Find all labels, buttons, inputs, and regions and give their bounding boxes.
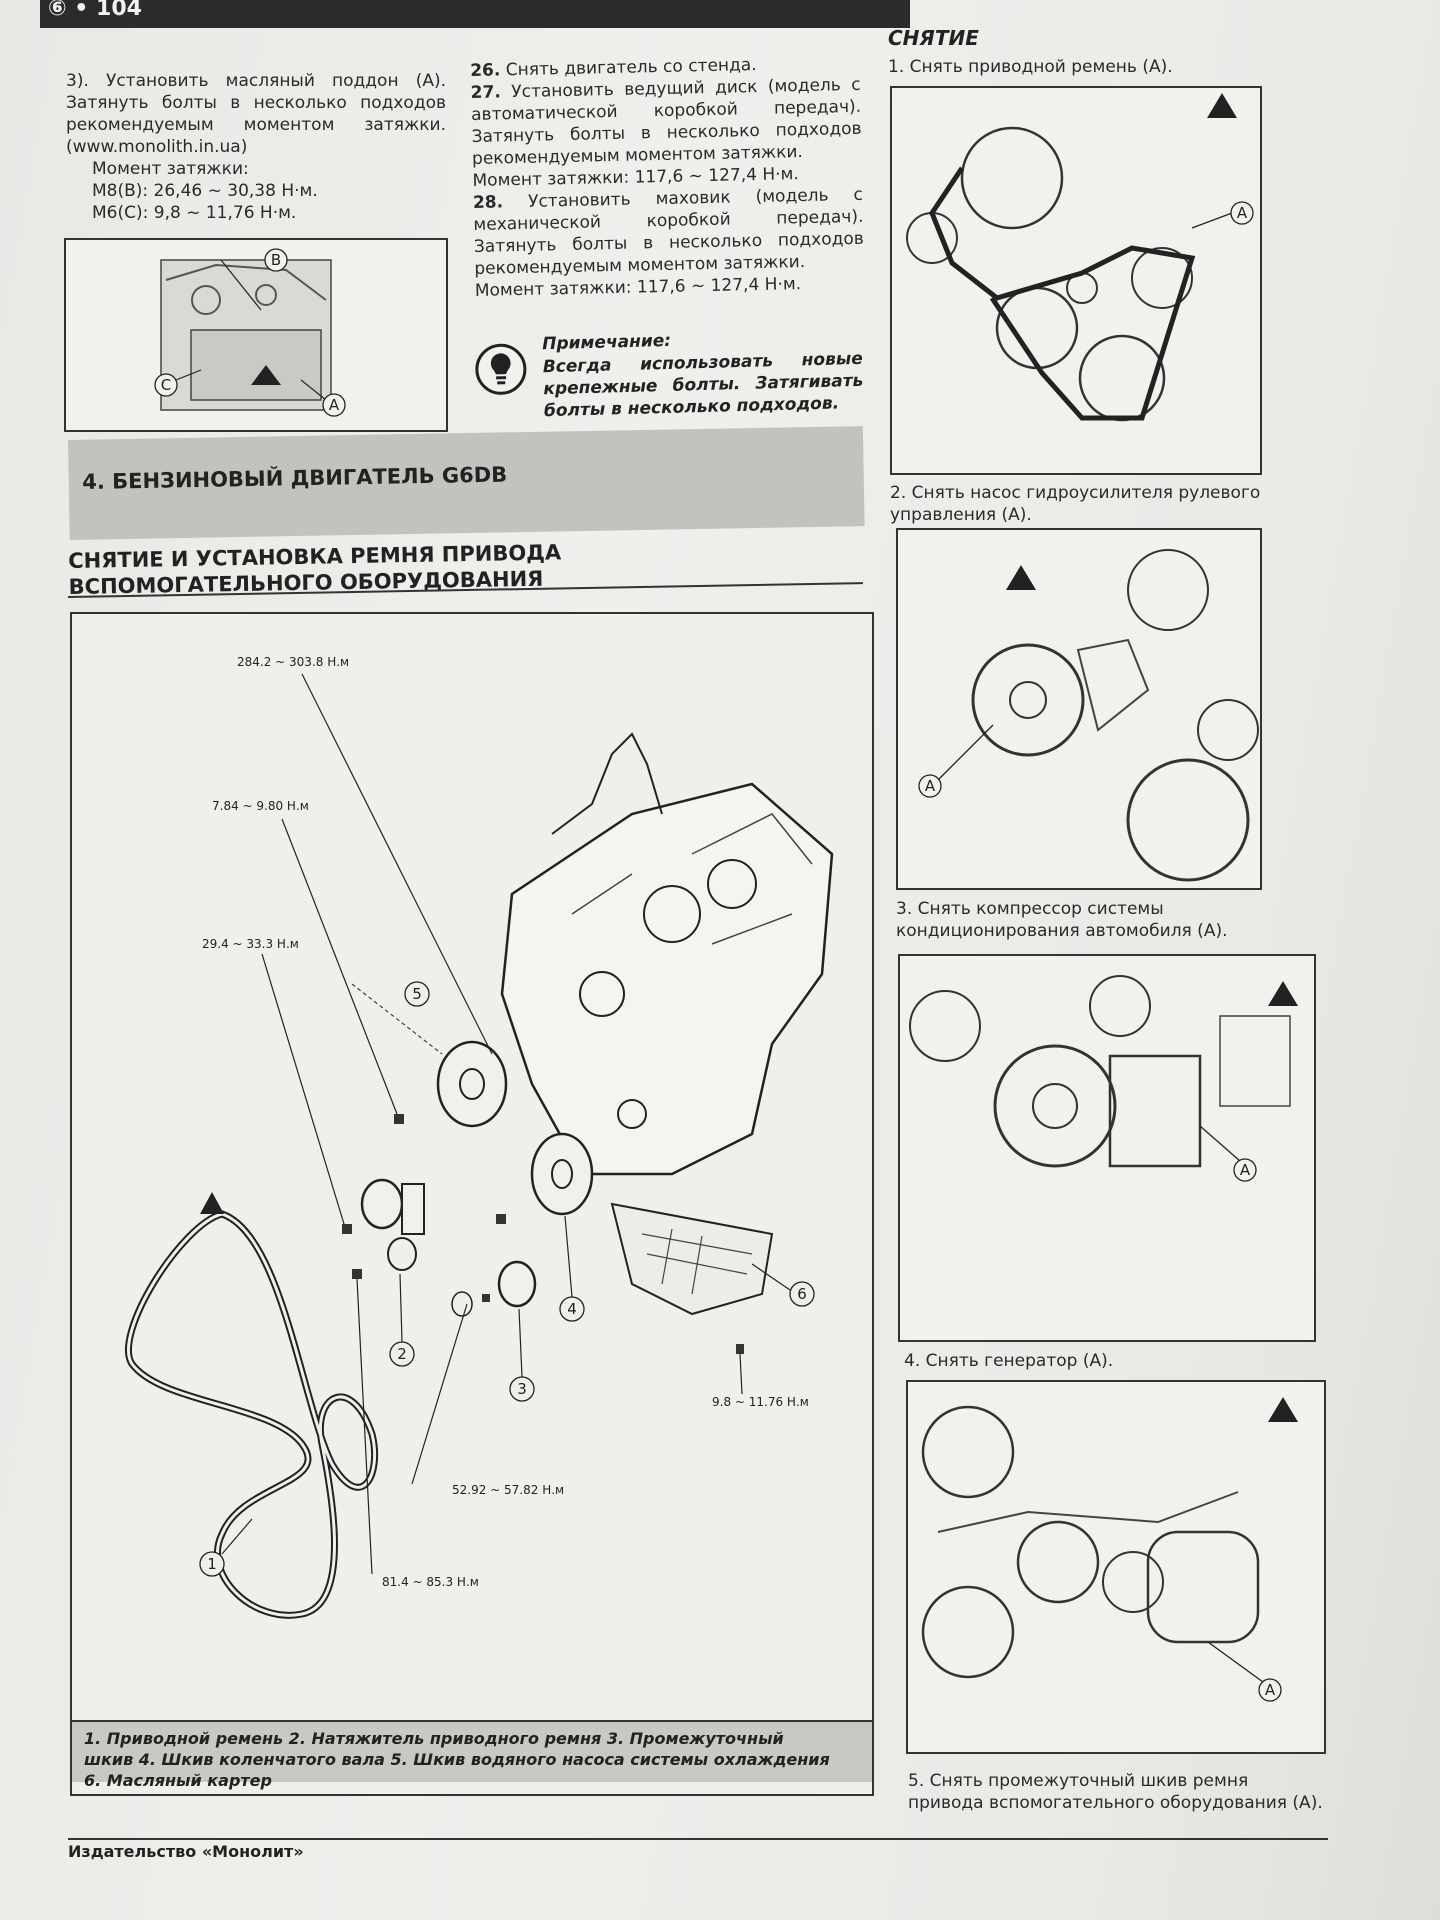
step-27: 27. Установить ведущий диск (модель с ав… — [470, 74, 862, 170]
ac-compressor-illustration: A — [909, 975, 1298, 1182]
callout-1: 1 — [199, 1518, 253, 1577]
callout-5-label: 5 — [412, 985, 422, 1003]
power-steering-pump-illustration: A — [918, 549, 1259, 882]
torque-m6: M6(C): 9,8 ~ 11,76 Н·м. — [92, 203, 297, 223]
removal-heading: СНЯТИЕ — [888, 26, 979, 50]
column-2-text: 26. Снять двигатель со стенда. 27. Устан… — [470, 52, 865, 302]
step-1-callout-a: A — [1237, 204, 1248, 222]
column-1-text: 3). Установить масляный поддон (A). Затя… — [66, 70, 446, 224]
step-4-callout-a: A — [1265, 1681, 1276, 1699]
step-27-text: Установить ведущий диск (модель с автома… — [470, 74, 862, 169]
note-title: Примечание: — [541, 330, 672, 355]
oil-pan-callout-c: C — [161, 376, 171, 394]
belt-drive-diagram: 284.2 ~ 303.8 Н.м 7.84 ~ 9.80 Н.м 29.4 ~… — [70, 612, 874, 1796]
step-28: 28. Установить маховик (модель с механич… — [473, 184, 865, 280]
callout-5: 5 — [404, 981, 430, 1007]
step-2-figure: A — [896, 528, 1262, 890]
removal-step-5: 5. Снять промежуточный шкив ремня привод… — [908, 1771, 1323, 1813]
lightbulb-icon — [475, 343, 527, 395]
torque-label: Момент затяжки: — [92, 159, 249, 179]
step-28-num: 28. — [472, 192, 504, 213]
footer-rule — [68, 1838, 1328, 1840]
torque-m8: M8(B): 26,46 ~ 30,38 Н·м. — [92, 181, 318, 201]
oil-pan-paragraph: 3). Установить масляный поддон (A). Затя… — [66, 71, 446, 157]
callout-3-label: 3 — [517, 1380, 527, 1398]
callout-4: 4 — [559, 1215, 585, 1322]
step-27-num: 27. — [470, 82, 502, 103]
callout-2-label: 2 — [397, 1345, 407, 1363]
callout-6: 6 — [751, 1263, 815, 1307]
torque-label-4: 52.92 ~ 57.82 Н.м — [452, 1483, 564, 1497]
note-block: Примечание: Всегда использовать новые кр… — [474, 326, 864, 421]
removal-step-4: 4. Снять генератор (A). — [904, 1351, 1114, 1371]
torque-label-2: 7.84 ~ 9.80 Н.м — [212, 799, 309, 813]
generator-illustration: A — [921, 1397, 1298, 1702]
step-2-callout-a: A — [925, 777, 936, 795]
step-26-num: 26. — [470, 60, 501, 81]
note-text: Всегда использовать новые крепежные болт… — [542, 348, 864, 422]
drive-belt-illustration: A — [906, 93, 1254, 422]
callout-2: 2 — [389, 1273, 415, 1367]
page-number-value: 104 — [96, 0, 142, 21]
oil-pan-figure: B C A — [64, 238, 448, 432]
step-4-figure: A — [906, 1380, 1326, 1754]
oil-pan-callout-a: A — [329, 396, 340, 414]
callout-1-label: 1 — [207, 1555, 217, 1573]
publisher-name: Издательство «Монолит» — [68, 1842, 304, 1861]
legend-line2: шкив 4. Шкив коленчатого вала 5. Шкив во… — [84, 1750, 830, 1769]
step-1-figure: A — [890, 86, 1262, 475]
diagram-legend: 1. Приводной ремень 2. Натяжитель привод… — [72, 1720, 872, 1790]
step-3-callout-a: A — [1240, 1161, 1251, 1179]
torque-label-3: 29.4 ~ 33.3 Н.м — [202, 937, 299, 951]
torque-label-1: 284.2 ~ 303.8 Н.м — [237, 655, 349, 669]
torque-label-6: 81.4 ~ 85.3 Н.м — [382, 1575, 479, 1589]
torque-label-5: 9.8 ~ 11.76 Н.м — [712, 1395, 809, 1409]
belt-drive-illustration: 284.2 ~ 303.8 Н.м 7.84 ~ 9.80 Н.м 29.4 ~… — [125, 655, 834, 1619]
callout-6-label: 6 — [797, 1285, 807, 1303]
oil-pan-callout-b: B — [271, 251, 281, 269]
oil-pan-illustration: B C A — [154, 248, 346, 417]
page-header-bar — [40, 0, 910, 28]
step-3-figure: A — [898, 954, 1316, 1342]
step-28-text: Установить маховик (модель с механическо… — [473, 184, 865, 279]
legend-line3: 6. Масляный картер — [84, 1771, 272, 1790]
legend-line1: 1. Приводной ремень 2. Натяжитель привод… — [84, 1729, 784, 1748]
removal-step-2: 2. Снять насос гидроусилителя рулевого у… — [890, 483, 1261, 525]
callout-4-label: 4 — [567, 1300, 577, 1318]
removal-step-3: 3. Снять компрессор системы кондициониро… — [896, 899, 1228, 941]
removal-step-1: 1. Снять приводной ремень (A). — [888, 57, 1173, 77]
page-number: ⑥ • 104 — [48, 0, 142, 21]
callout-3: 3 — [509, 1308, 535, 1402]
